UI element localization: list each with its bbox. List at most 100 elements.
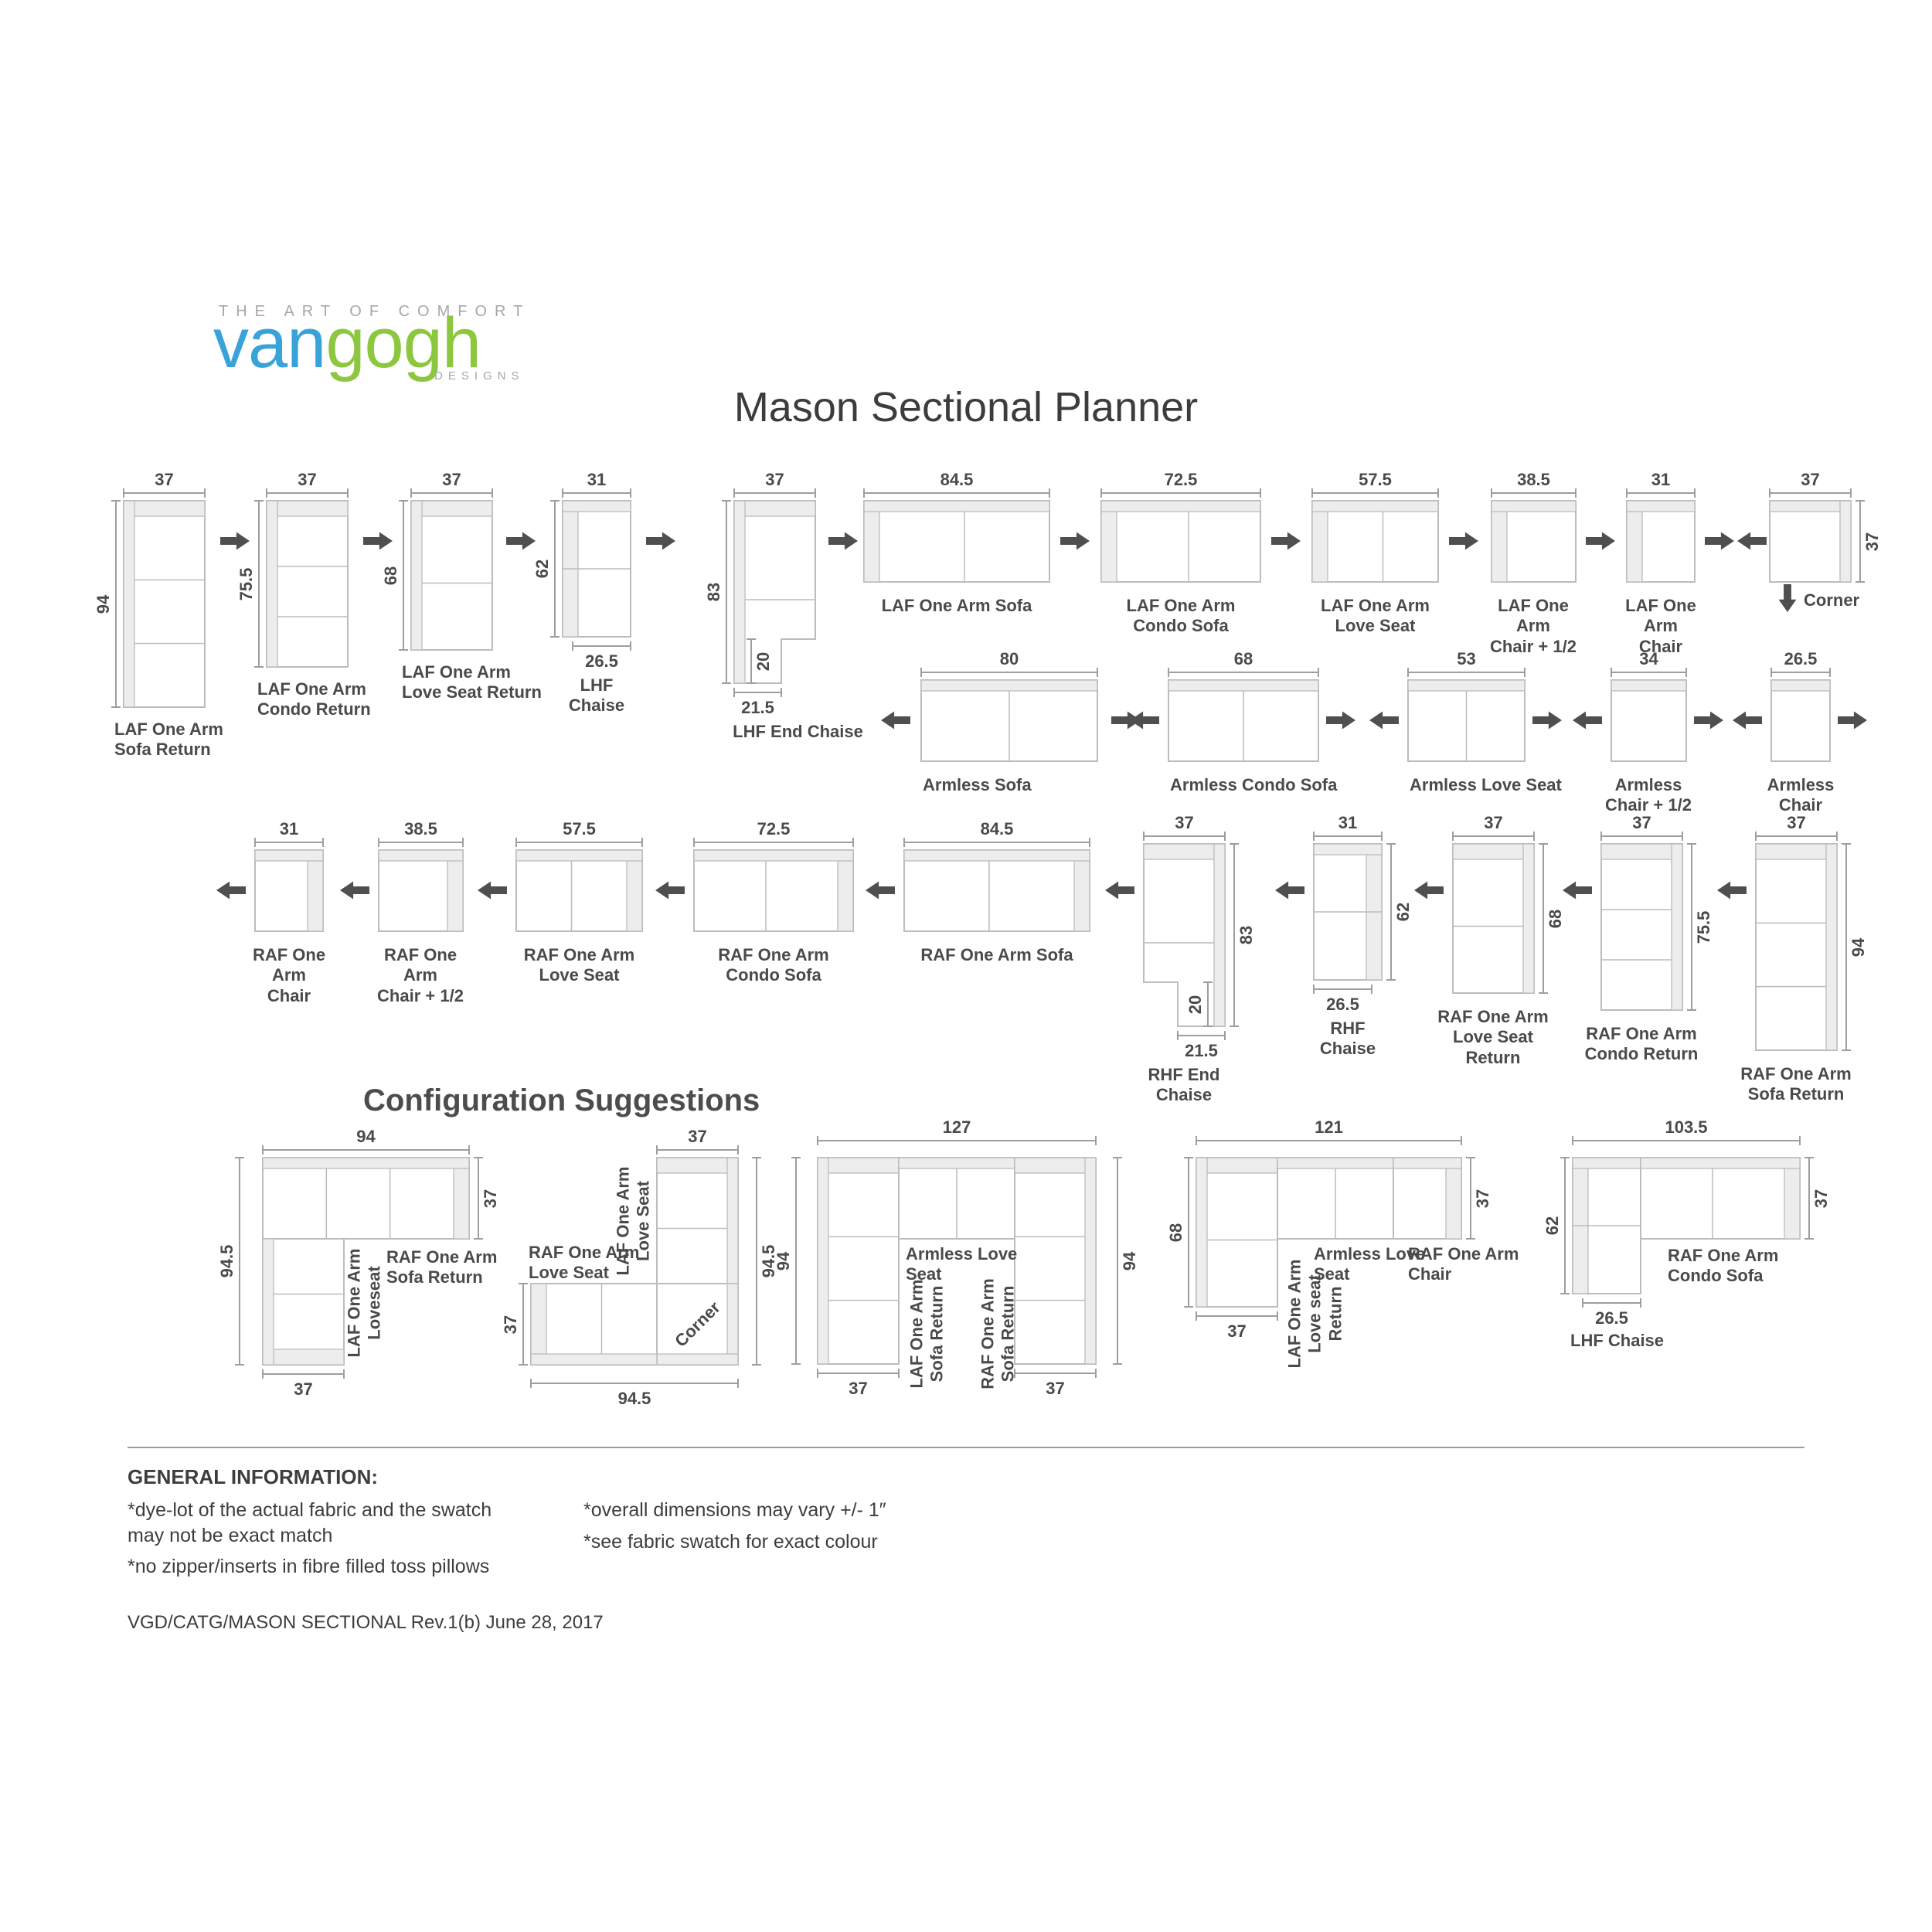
dim-line [752,1157,761,1158]
flow-arrow-right [1705,532,1734,550]
dim-line [864,492,1049,494]
dim-value: 94 [94,594,113,614]
dim-line [550,500,560,502]
dim-value: 94.5 [617,1389,651,1408]
cfg1-label-laf-loveseat: LAF One Arm Loveseat [344,1248,384,1358]
flow-arrow-left [881,711,910,730]
dim-value: 37 [688,1127,707,1146]
dim-value: 31 [587,470,607,489]
flow-arrow-right [1060,532,1090,550]
dim-line [1524,668,1526,677]
flow-arrow-right [828,532,858,550]
rhf-end-chaise-label: RHF End Chaise [1148,1065,1220,1105]
flow-arrow-right [1694,711,1723,730]
dim-line [791,1157,801,1158]
dim-line [235,1157,244,1158]
raf-one-arm-condo-sofa-label: RAF One Arm Condo Sofa [718,945,829,985]
dim-line [818,1140,1096,1141]
dim-value: 84.5 [980,819,1014,838]
dim-value: 94 [1849,937,1868,957]
dim-value: 57.5 [563,819,596,838]
dim-line [562,488,563,498]
dim-line [1560,1157,1570,1158]
dim-line [235,1364,244,1366]
flow-arrow-right [1449,532,1478,550]
dim-line [904,842,1090,843]
dim-value: 75.5 [236,567,256,600]
dim-value: 84.5 [940,470,974,489]
flow-arrow-left [1733,711,1762,730]
dim-line [519,1283,528,1284]
cfg3-armless-love-seat [898,1157,1015,1240]
dim-line [1453,835,1534,837]
dim-line [478,1158,479,1239]
laf-one-arm-sofa-label: LAF One Arm Sofa [881,596,1032,615]
dim-line [1770,492,1851,494]
dim-value: 37 [1227,1321,1247,1341]
dim-value: 57.5 [1359,470,1392,489]
raf-one-arm-chair-half [378,849,464,932]
dim-line [737,1379,739,1388]
dim-line [1095,1136,1097,1145]
flow-arrow-right [1271,532,1301,550]
dim-value: 26.5 [1326,995,1359,1014]
flow-arrow-right [646,532,675,550]
dim-value: 37 [155,470,174,489]
dim-line [1260,488,1261,498]
divider [128,1447,1804,1448]
dim-line [1224,832,1226,841]
dim-line [1859,501,1861,582]
cfg5-lhf-chaise [1572,1157,1641,1294]
dim-line [1178,1035,1225,1036]
dim-line [519,1364,528,1366]
dim-line [1771,672,1830,673]
dim-line [1277,1311,1278,1321]
dim-line [1466,1157,1475,1158]
dim-line [262,1145,264,1155]
logo-van-text: van [213,304,326,383]
dim-line [1049,488,1050,498]
dim-line [1312,492,1438,494]
armless-chair-half-label: Armless Chair + 1/2 [1605,775,1692,815]
dim-line [254,500,264,502]
dim-line [921,672,1097,673]
dim-value: 20 [1185,995,1205,1014]
laf-one-arm-condo-sofa [1100,500,1261,583]
dim-line [1015,1372,1096,1374]
armless-sofa [920,679,1098,762]
cfg4-label-laf-love-seat-return: LAF One Arm Love seat Return [1284,1259,1345,1369]
rhf-chaise [1313,843,1383,981]
lhf-end-chaise-label: LHF End Chaise [733,722,863,741]
dim-value: 68 [381,566,400,585]
laf-one-arm-condo-return [266,500,349,668]
dim-line [410,488,412,498]
flow-arrow-right [220,532,250,550]
dim-line [1224,1031,1226,1040]
dim-line [1314,835,1382,837]
dim-line [573,645,631,647]
flow-arrow-left [216,881,246,900]
dim-line [1855,581,1865,583]
dim-line [656,1145,658,1155]
cfg5-label-raf-condo-sofa: RAF One Arm Condo Sofa [1668,1246,1779,1286]
dim-value: 75.5 [1694,910,1713,944]
general-info-note: *see fabric swatch for exact colour [583,1530,878,1553]
dim-line [254,838,256,847]
dim-value: 38.5 [1517,470,1550,489]
dim-value: 62 [1393,902,1413,922]
dim-line [1799,1136,1801,1145]
dim-value: 37 [1046,1379,1065,1398]
dim-line [1230,843,1239,845]
dim-line [1539,992,1548,994]
dim-line [111,706,121,708]
lhf-chaise-label: LHF Chaise [568,675,625,716]
corner-label: Corner [1804,590,1860,610]
armless-love-seat [1407,679,1526,762]
dim-line [1196,1315,1277,1317]
dim-line [462,838,464,847]
dim-line [1582,1298,1583,1308]
dim-line [1100,488,1102,498]
dim-line [1845,844,1847,1050]
dim-line [1381,832,1383,841]
dim-value: 62 [1543,1216,1562,1236]
